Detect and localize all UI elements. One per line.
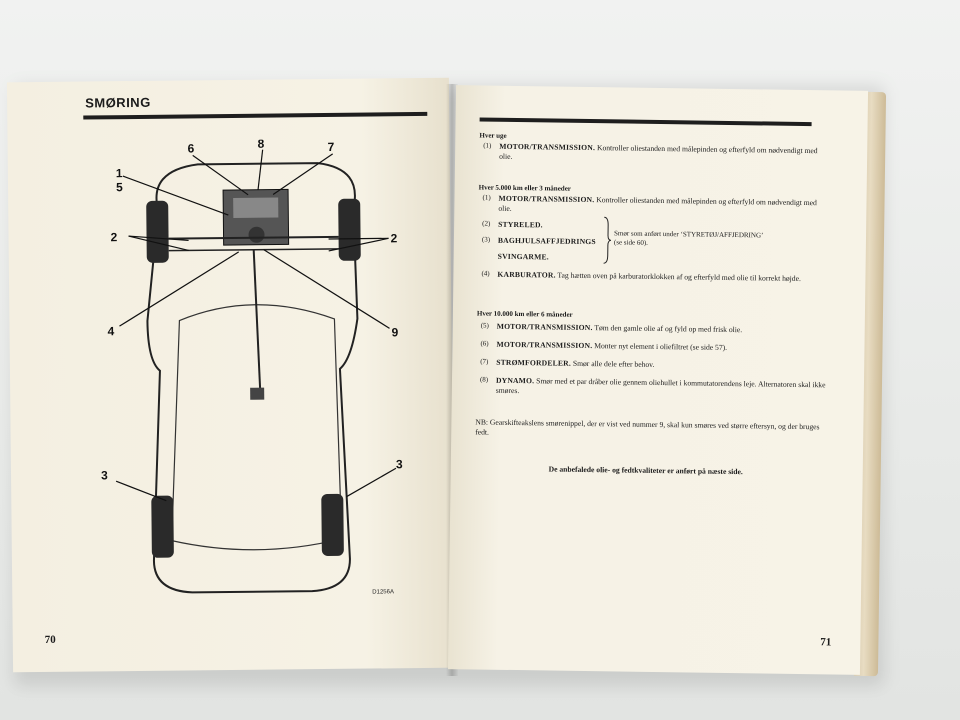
car-inner-line [171, 304, 343, 551]
list-item: (1) MOTOR/TRANSMISSION. Kontroller olies… [483, 141, 818, 161]
rear-right-wheel [321, 493, 344, 556]
list-item: (3) BAGHJULSAFFJEDRINGS [481, 235, 596, 247]
front-left-wheel [146, 200, 169, 263]
left-page: SMØRING 1 5 6 8 [6, 77, 456, 673]
footer-note: De anbefalede olie- og fedtkvaliteter er… [548, 464, 743, 477]
callout-5: 5 [116, 180, 123, 194]
callout-2-right: 2 [391, 231, 398, 245]
lubrication-diagram: 1 5 6 8 7 2 2 4 9 3 3 D1256A [101, 138, 403, 595]
list-item: (1) MOTOR/TRANSMISSION. Kontroller olies… [482, 193, 817, 213]
list-item: (2) STYRELED. [482, 219, 543, 230]
brace-note: Smør som anført under ‘STYRETØJ/AFFJEDRI… [613, 229, 764, 247]
list-item: (4) KARBURATOR. Tag hætten oven på karbu… [481, 269, 801, 283]
list-item: (6) MOTOR/TRANSMISSION. Monter nyt eleme… [480, 339, 728, 352]
schedule-header-5000: Hver 5.000 km eller 3 måneder [478, 183, 571, 193]
callout-8: 8 [258, 138, 265, 151]
note-text: NB: Gearskifteakslens smørenippel, der e… [475, 417, 820, 437]
brace [603, 216, 612, 264]
callout-9: 9 [391, 325, 398, 339]
callout-7: 7 [328, 140, 335, 154]
page-number-right: 71 [820, 636, 832, 649]
list-item: (7) STRØMFORDELER. Smør alle dele efter … [480, 357, 655, 369]
page-number-left: 70 [44, 633, 56, 646]
list-item: SVINGARME. [497, 251, 549, 262]
callout-3-left: 3 [101, 468, 108, 482]
rear-left-wheel [151, 495, 174, 558]
list-item: (8) DYNAMO. Smør med et par dråber olie … [479, 375, 826, 395]
diagram-code: D1256A [372, 589, 394, 595]
title-rule-right [479, 117, 812, 127]
callout-3-right: 3 [396, 457, 403, 471]
list-item: (5) MOTOR/TRANSMISSION. Tøm den gamle ol… [480, 321, 743, 335]
callout-6: 6 [188, 141, 195, 155]
callout-2-left: 2 [110, 230, 117, 244]
car-body-outline [146, 162, 359, 594]
schedule-header-10000: Hver 10.000 km eller 6 måneder [476, 309, 573, 319]
callout-4: 4 [107, 324, 114, 338]
front-right-wheel [338, 198, 361, 261]
section-title: SMØRING [85, 94, 151, 111]
schedule-header-weekly: Hver uge [479, 131, 507, 140]
callout-1: 1 [116, 166, 123, 180]
title-rule [83, 111, 428, 120]
right-page: Hver uge (1) MOTOR/TRANSMISSION. Kontrol… [447, 85, 869, 675]
